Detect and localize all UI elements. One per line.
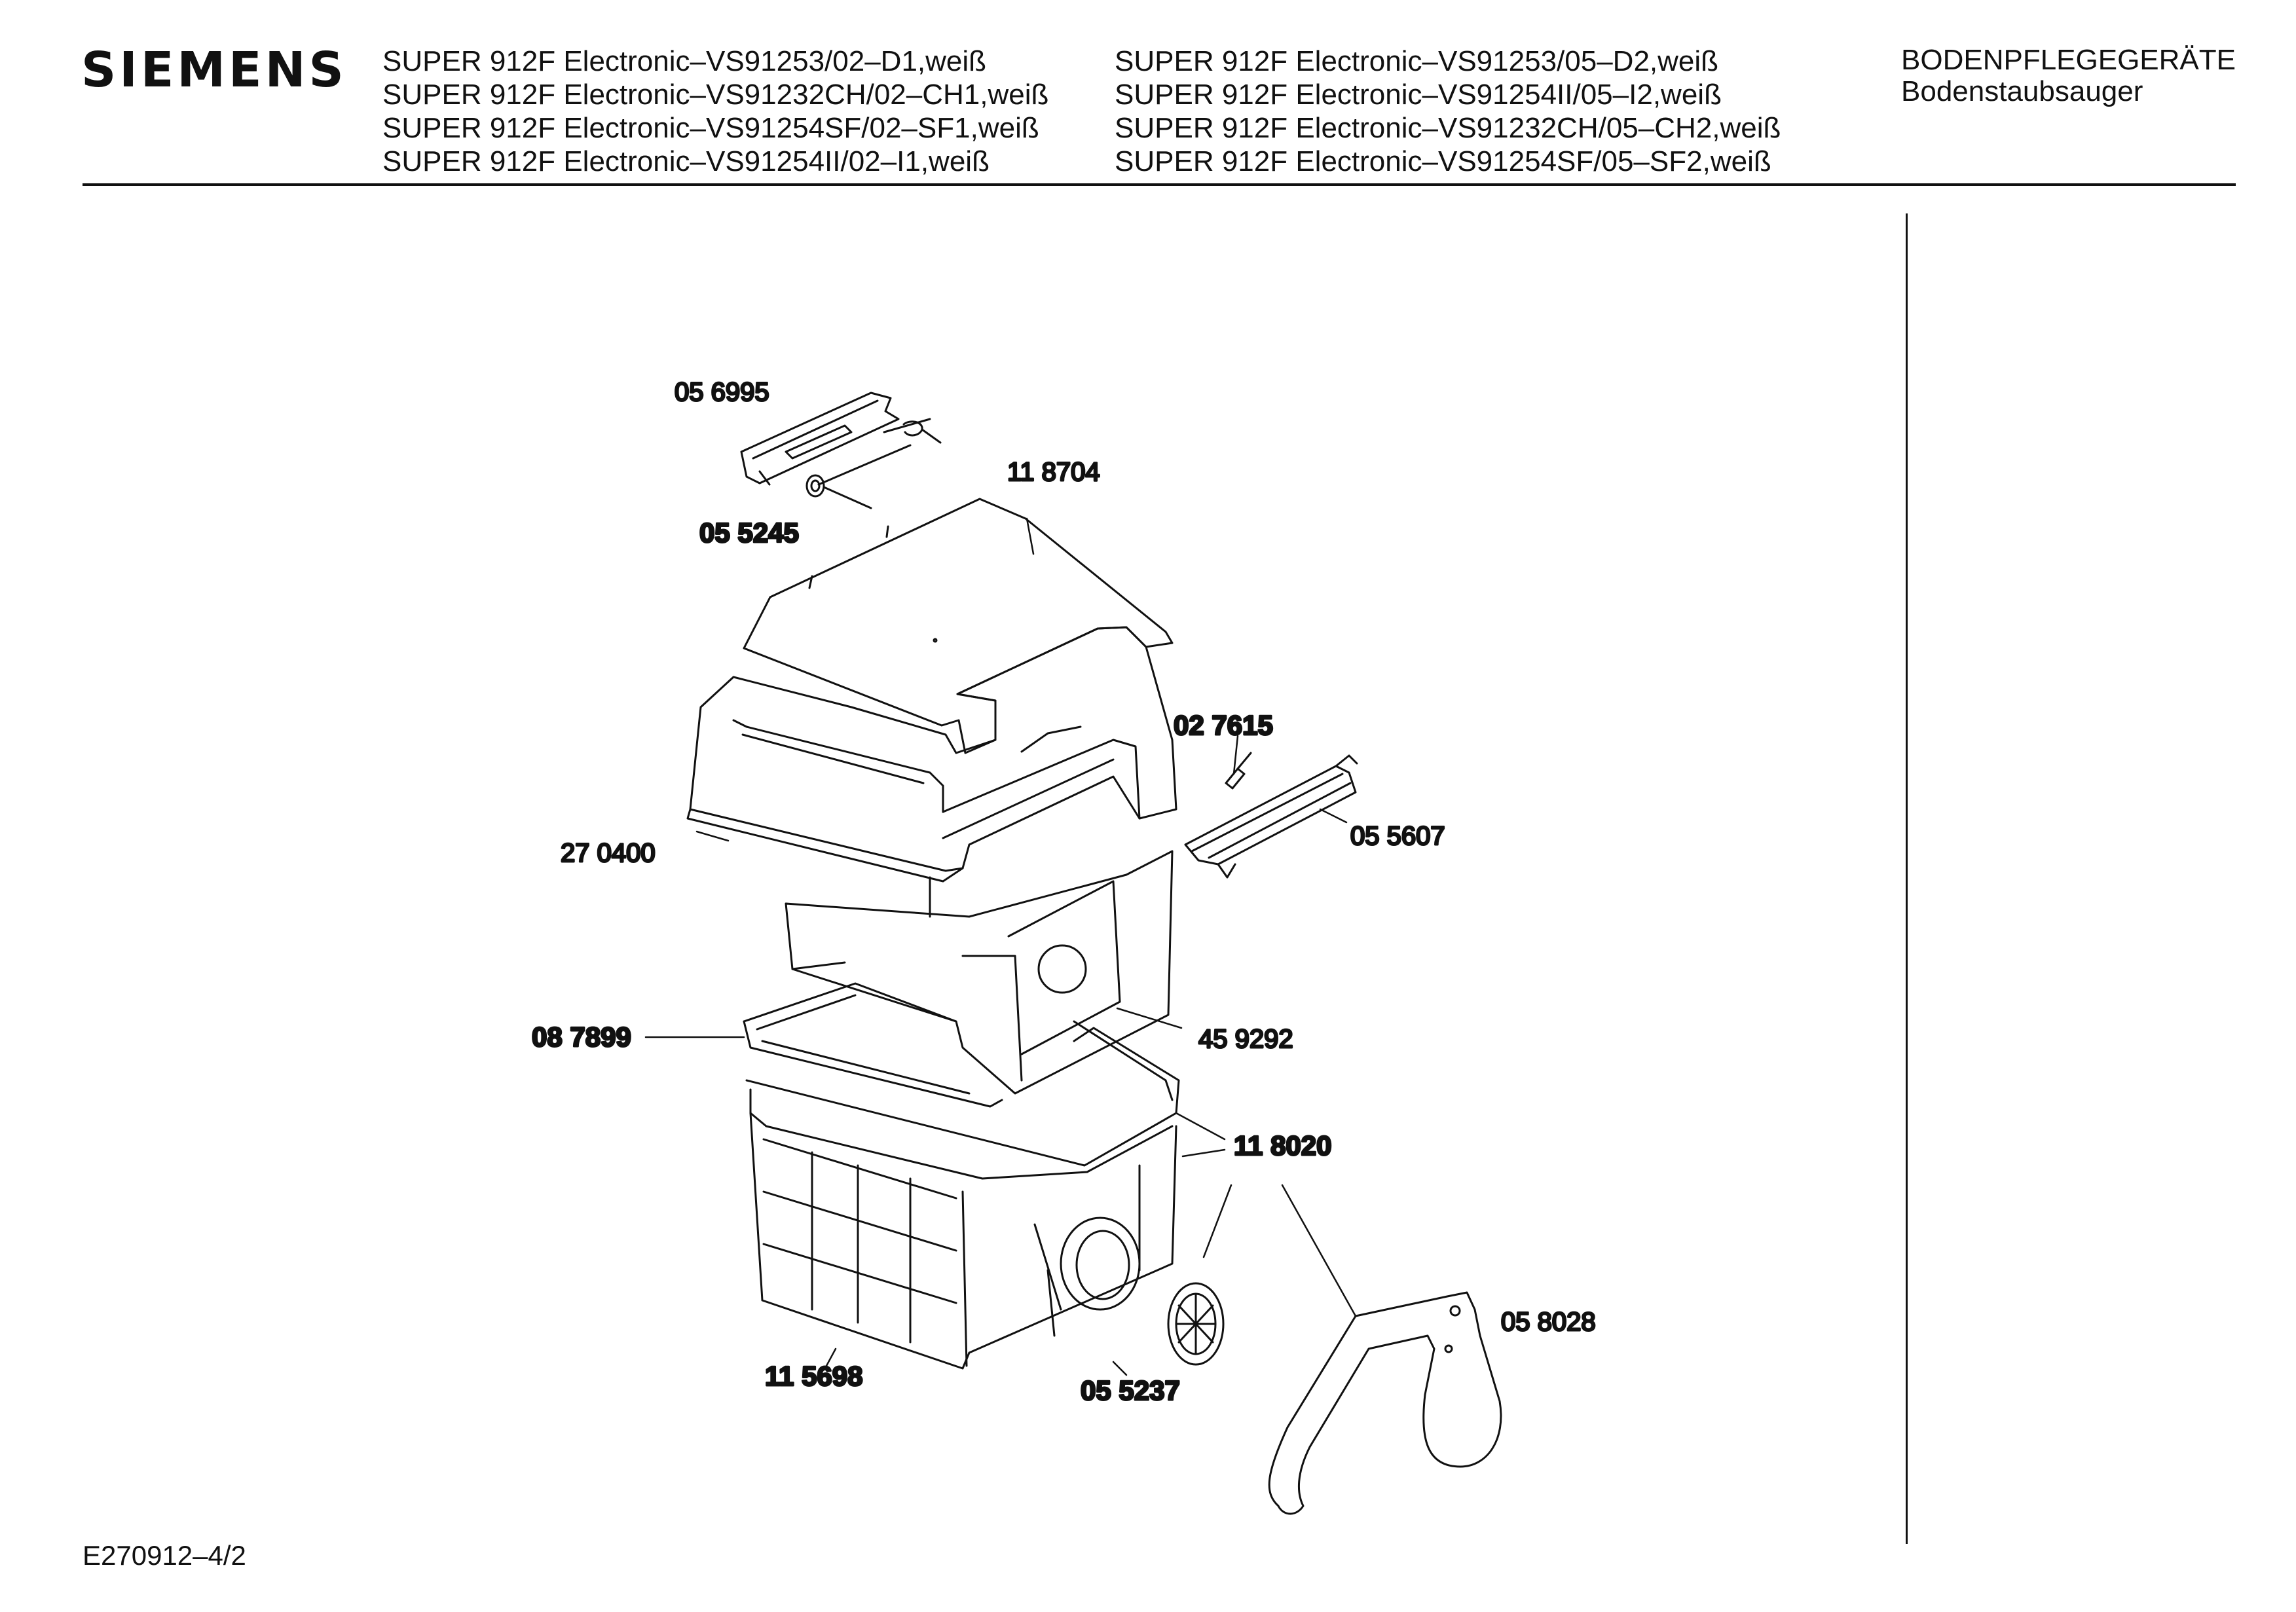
vertical-divider <box>1906 213 1908 1544</box>
rail-part <box>1184 754 1358 879</box>
base-container-part <box>745 1027 1180 1370</box>
part-label: 11 8020 <box>1234 1130 1332 1161</box>
model-line: SUPER 912F Electronic–VS91253/02–D1,weiß <box>382 45 987 77</box>
part-label: 05 6995 <box>675 378 769 407</box>
model-list-right: SUPER 912F Electronic–VS91253/05–D2,weiß… <box>1115 45 1781 178</box>
handle-part <box>1268 1291 1502 1515</box>
model-line: SUPER 912F Electronic–VS91254SF/05–SF2,w… <box>1115 145 1771 177</box>
model-line: SUPER 912F Electronic–VS91254II/05–I2,we… <box>1115 79 1722 111</box>
part-label: 11 8704 <box>1007 458 1100 486</box>
part-label: 05 5245 <box>699 517 799 548</box>
hood-part <box>686 626 1177 918</box>
filter-bag-part <box>785 850 1174 1095</box>
category-subtitle: Bodenstaubsauger <box>1901 75 2143 107</box>
part-label: 05 5607 <box>1350 822 1445 851</box>
siemens-logo: SIEMENS <box>81 42 347 98</box>
model-list-left: SUPER 912F Electronic–VS91253/02–D1,weiß… <box>382 45 1048 178</box>
part-label: 27 0400 <box>561 839 656 868</box>
drawing-number: E270912–4/2 <box>83 1540 246 1571</box>
clip-bracket-part <box>740 392 942 486</box>
part-label: 11 5698 <box>765 1361 863 1391</box>
spring-ring-part <box>805 474 872 509</box>
wheel-part <box>1167 1282 1225 1366</box>
header-divider <box>83 183 2236 186</box>
part-label: 02 7615 <box>1174 710 1273 741</box>
part-label: 05 8028 <box>1501 1308 1596 1336</box>
lid-plate-part <box>743 498 1174 754</box>
part-label: 08 7899 <box>532 1021 631 1052</box>
small-clip-part <box>1225 752 1252 790</box>
gasket-part <box>743 982 1174 1108</box>
part-label: 05 5237 <box>1081 1375 1180 1406</box>
leader-lines <box>644 517 1357 1376</box>
part-label: 45 9292 <box>1198 1025 1293 1053</box>
model-line: SUPER 912F Electronic–VS91253/05–D2,weiß <box>1115 45 1719 77</box>
model-line: SUPER 912F Electronic–VS91232CH/02–CH1,w… <box>382 79 1049 111</box>
model-line: SUPER 912F Electronic–VS91232CH/05–CH2,w… <box>1115 112 1781 144</box>
model-line: SUPER 912F Electronic–VS91254II/02–I1,we… <box>382 145 990 177</box>
model-line: SUPER 912F Electronic–VS91254SF/02–SF1,w… <box>382 112 1039 144</box>
category-title: BODENPFLEGEGERÄTE <box>1901 44 2236 76</box>
category-block: BODENPFLEGEGERÄTE Bodenstaubsauger <box>1901 45 2236 107</box>
